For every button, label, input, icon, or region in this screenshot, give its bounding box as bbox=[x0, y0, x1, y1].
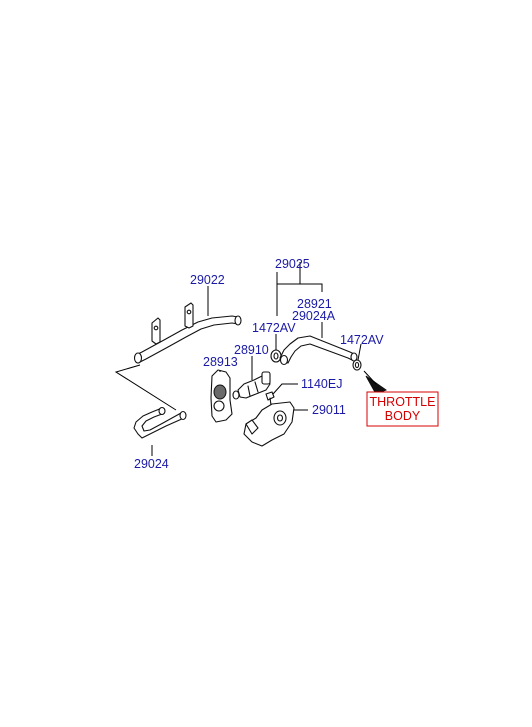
leader-lines bbox=[114, 262, 362, 456]
clamp-1472av-left-drawing bbox=[270, 349, 282, 363]
label-1472av-right: 1472AV bbox=[340, 333, 384, 347]
throttle-body-arrow bbox=[363, 370, 388, 395]
label-28913: 28913 bbox=[203, 355, 238, 369]
label-29011: 29011 bbox=[312, 403, 346, 417]
hose-29024-drawing bbox=[133, 406, 187, 439]
label-29025: 29025 bbox=[275, 257, 310, 271]
label-29024: 29024 bbox=[134, 457, 169, 471]
label-28921: 28921 bbox=[297, 297, 332, 311]
label-1472av-left: 1472AV bbox=[252, 321, 296, 335]
throttle-body-line1: THROTTLE bbox=[370, 395, 436, 409]
valve-28910-drawing bbox=[232, 371, 271, 400]
label-1140ej: 1140EJ bbox=[301, 377, 342, 391]
throttle-body-box: THROTTLE BODY bbox=[366, 391, 439, 427]
throttle-body-line2: BODY bbox=[385, 409, 421, 423]
label-29024a: 29024A bbox=[292, 309, 336, 323]
label-29022: 29022 bbox=[190, 273, 225, 287]
bracket-28913-drawing bbox=[210, 369, 233, 423]
sensor-29011-drawing bbox=[243, 401, 295, 447]
hose-29022-drawing bbox=[133, 302, 242, 364]
label-28910: 28910 bbox=[234, 343, 269, 357]
clamp-1472av-right-drawing bbox=[352, 359, 362, 371]
